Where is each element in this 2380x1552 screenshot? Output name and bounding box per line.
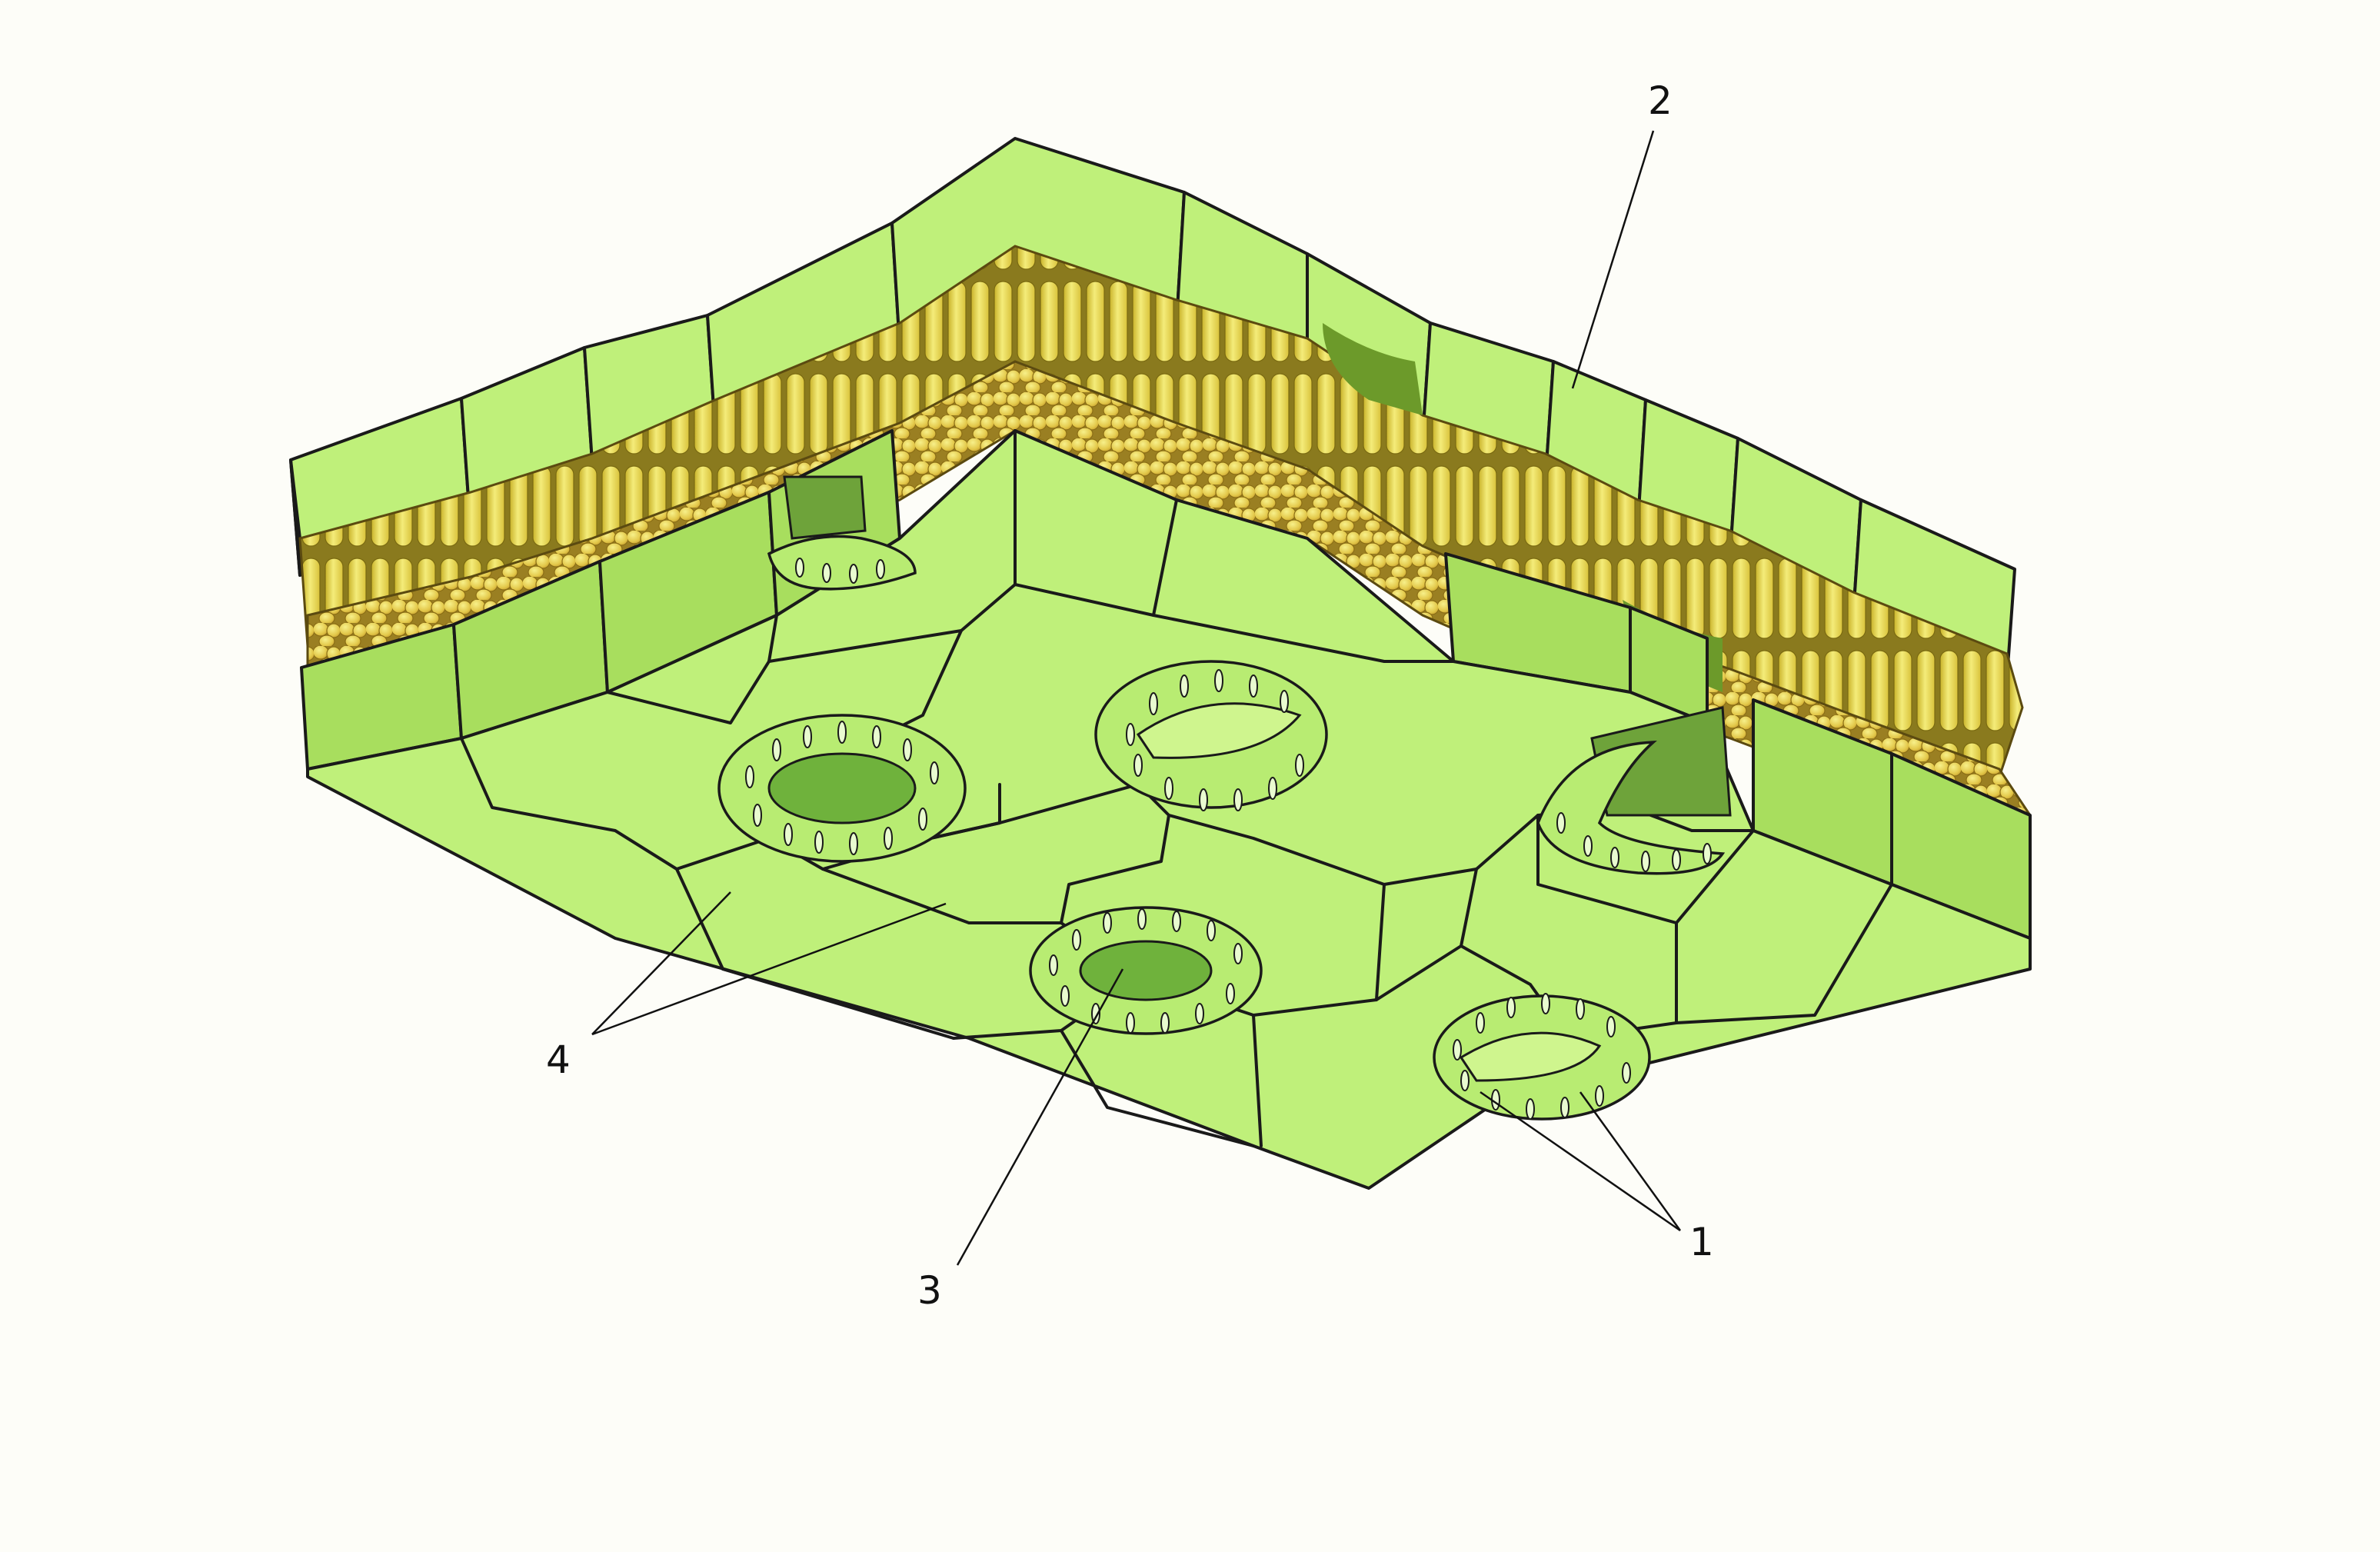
label-4: 4 — [546, 1037, 571, 1082]
label-2: 2 — [1648, 78, 1673, 123]
lower-epidermis-surface — [306, 429, 2032, 1190]
lower-epidermis-side — [300, 429, 2032, 940]
label-1: 1 — [1689, 1220, 1714, 1264]
stoma-closed-right — [1433, 993, 1651, 1121]
stoma-closed-center — [1094, 660, 1328, 811]
stoma-open-right — [1536, 706, 1732, 875]
stoma-open-center — [1029, 906, 1263, 1035]
stoma-cut-left — [767, 475, 917, 591]
stoma-open-left — [717, 714, 967, 863]
label-3: 3 — [917, 1268, 942, 1313]
leader-lines — [591, 130, 1682, 1266]
